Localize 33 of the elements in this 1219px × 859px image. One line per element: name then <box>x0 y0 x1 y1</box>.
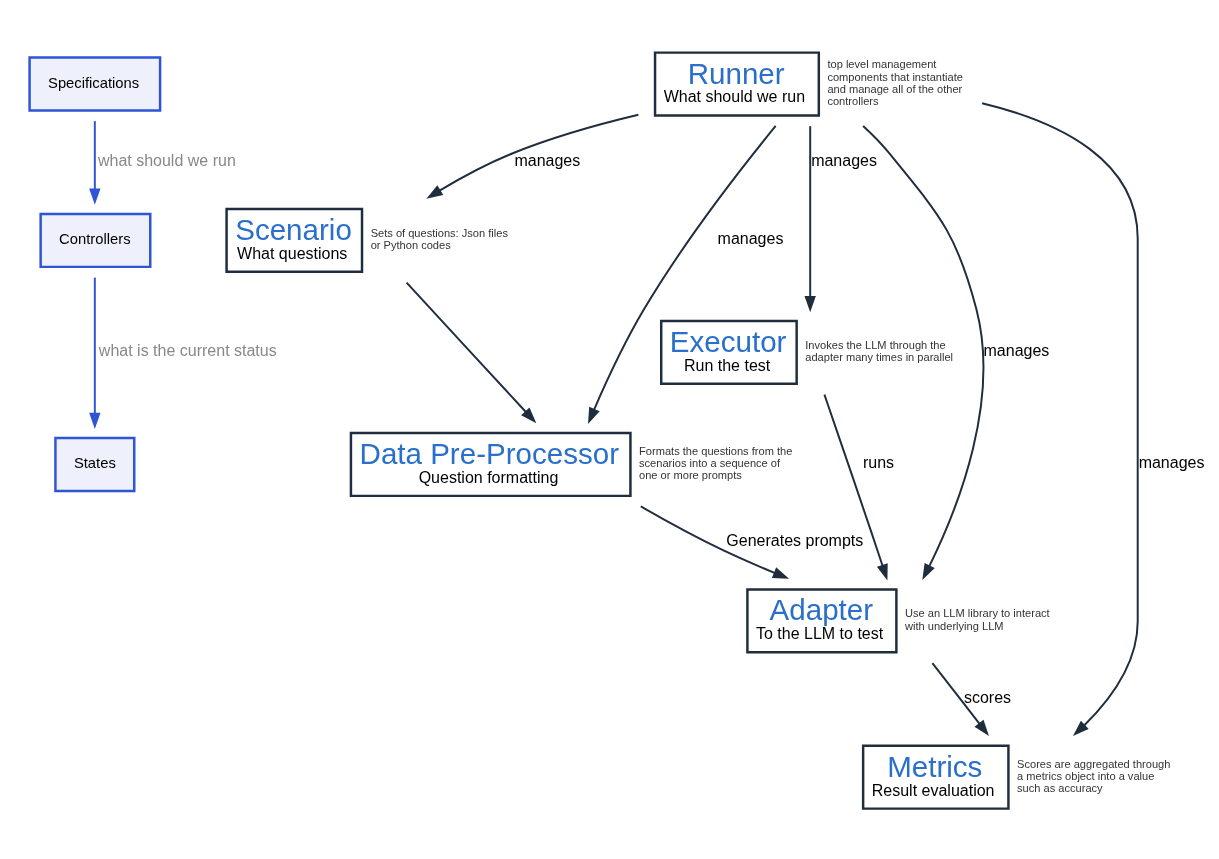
node-label: Scores are aggregated through a metrics object into a value such as accuracy <box>1017 757 1171 794</box>
node-label: Formats the questions from the scenarios into a sequence of one or more prompts <box>639 444 793 481</box>
arrow <box>639 504 790 579</box>
arrow <box>931 661 989 736</box>
node-label: Sets of questions: Json files or Python codes <box>370 226 508 251</box>
node-box: Adapter To the LLM to test <box>746 587 898 653</box>
edge-label: what should we run <box>97 151 236 169</box>
node-label: top level management components that instantiate and manage all of the other controllers <box>827 57 963 107</box>
edge-label: what is the current status <box>98 341 277 359</box>
edge-label: manages <box>811 151 877 169</box>
node-box: Executor Run the test <box>660 319 798 385</box>
arrow <box>405 281 537 423</box>
edge-label: manages <box>514 151 581 169</box>
edge-label: Generates prompts <box>726 531 864 549</box>
edge-label: manages <box>717 229 784 247</box>
node-label: Use an LLM library to interact with underlying LLM <box>905 606 1050 632</box>
arrow <box>426 113 640 199</box>
edge-label: scores <box>963 688 1012 706</box>
node-box: Metrics Result evaluation <box>861 744 1010 810</box>
arrow <box>89 119 101 205</box>
arrow <box>588 124 777 424</box>
node-box: Data Pre-Processor Question formatting <box>349 431 632 497</box>
node-box: Runner What should we run <box>653 50 821 117</box>
node-label: Invokes the LLM through the adapter many times in parallel <box>805 338 954 363</box>
arrow <box>89 276 101 429</box>
node-box: Scenario What questions <box>225 207 364 273</box>
edge-label: manages <box>983 341 1050 359</box>
arrow <box>804 124 816 312</box>
edge-label: manages <box>1138 453 1205 471</box>
edge-label: runs <box>862 453 895 471</box>
arrow <box>862 124 985 580</box>
arrow <box>981 101 1139 736</box>
arrow <box>823 393 888 580</box>
